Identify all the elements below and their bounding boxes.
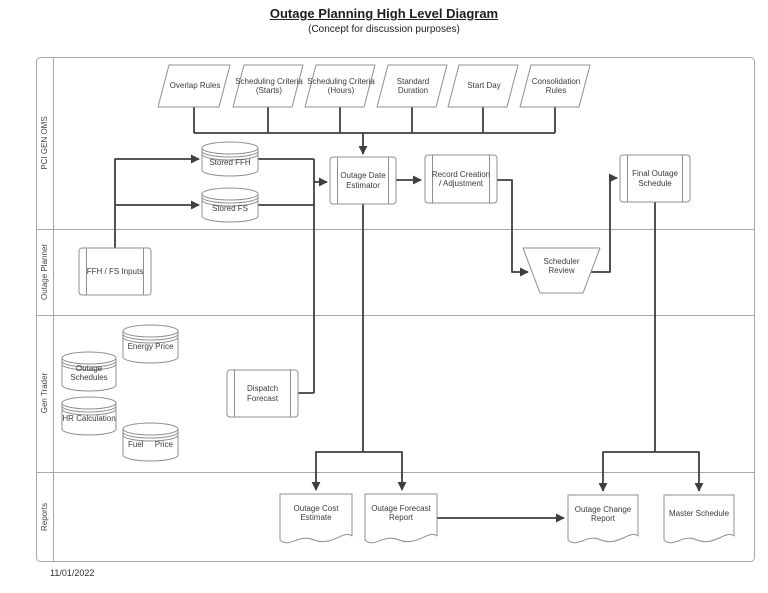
overlap-rules-shape [157,64,231,108]
trunk-to-change-report-arrow [598,451,655,492]
dispatch-forecast-box [226,369,299,418]
ffh-fs-inputs-label: FFH / FS Inputs [86,266,144,276]
standard-duration-label: Standard Duration [396,76,430,95]
hr-calculation-cylinder [61,396,117,436]
outage-schedules-cylinder [61,351,117,392]
scheduling-criteria-starts-shape [232,64,304,108]
master-schedule-doc [663,494,735,544]
lane-label-reports: Reports [39,503,49,532]
outage-date-estimator-box [329,156,397,205]
scheduler-review-label: Scheduler Review [543,256,580,275]
ffh-fs-inputs-box [78,247,152,296]
standard-duration-shape [376,64,448,108]
dispatch-forecast-label: Dispatch Forecast [246,384,279,403]
outage-date-estimator-label: Outage Date Estimator [340,171,386,190]
lane-label-gen-trader: Gen Trader [39,372,49,414]
energy-price-label: Energy Price [127,342,174,352]
final-outage-schedule-box [619,154,691,203]
outage-schedules-label: Outage Schedules [70,363,108,382]
outage-forecast-report-label: Outage Forecast Report [371,503,431,522]
footer-date: 11/01/2022 [50,568,95,578]
record-creation-box [424,154,498,204]
outage-change-report-doc [567,494,639,544]
start-day-label: Start Day [467,81,501,91]
outage-cost-estimate-doc [279,493,353,544]
shapes [61,64,735,544]
consolidation-rules-label: Consolidation Rules [531,76,581,95]
outage-change-report-label: Outage Change Report [574,504,632,523]
outage-forecast-report-doc [364,493,438,544]
overlap-rules-label: Overlap Rules [169,81,221,91]
scheduler-review-to-final-arrow [591,173,618,273]
start-day-shape [447,64,519,108]
swimlane-frame [36,57,755,562]
energy-price-cylinder [122,324,179,364]
fuel-price-cylinder [122,422,179,462]
trunk-to-master-schedule-arrow [655,451,704,492]
stored-merge-and-dispatch-riser [258,158,315,394]
trunk-to-cost-estimate-arrow [311,451,363,491]
lane-label-outage-planner: Outage Planner [39,243,49,301]
stored-fs-label: Stored FS [211,204,248,214]
record-creation-label: Record Creation / Adjustment [431,169,491,188]
page-title: Outage Planning High Level Diagram [269,6,499,21]
consolidation-rules-shape [519,64,591,108]
scheduling-criteria-hours-label: Scheduling Criteria (Hours) [307,76,375,95]
final-outage-schedule-label: Final Outage Schedule [632,169,678,188]
fuel-price-label: Fuel Price [127,440,173,450]
outage-cost-estimate-label: Outage Cost Estimate [293,503,339,522]
scheduling-criteria-starts-label: Scheduling Criteria (Starts) [235,76,303,95]
rules-bus-line [193,107,556,134]
record-to-scheduler-review-arrow [497,179,529,277]
connectors [114,107,704,523]
scheduler-review-trapezoid [522,247,601,294]
stored-fs-cylinder [201,187,259,223]
stored-ffh-cylinder [201,141,259,177]
inputs-to-stored-ffh-arrow [114,154,200,248]
scheduling-criteria-hours-shape [304,64,376,108]
hr-calculation-label: HR Calculation [62,414,116,424]
stored-ffh-label: Stored FFH [209,158,251,168]
page-subtitle: (Concept for discussion purposes) [308,24,460,35]
master-schedule-label: Master Schedule [668,509,730,519]
trunk-to-forecast-report-arrow [363,451,407,491]
lane-label-pci-gen-oms: PCI GEN OMS [39,116,49,170]
